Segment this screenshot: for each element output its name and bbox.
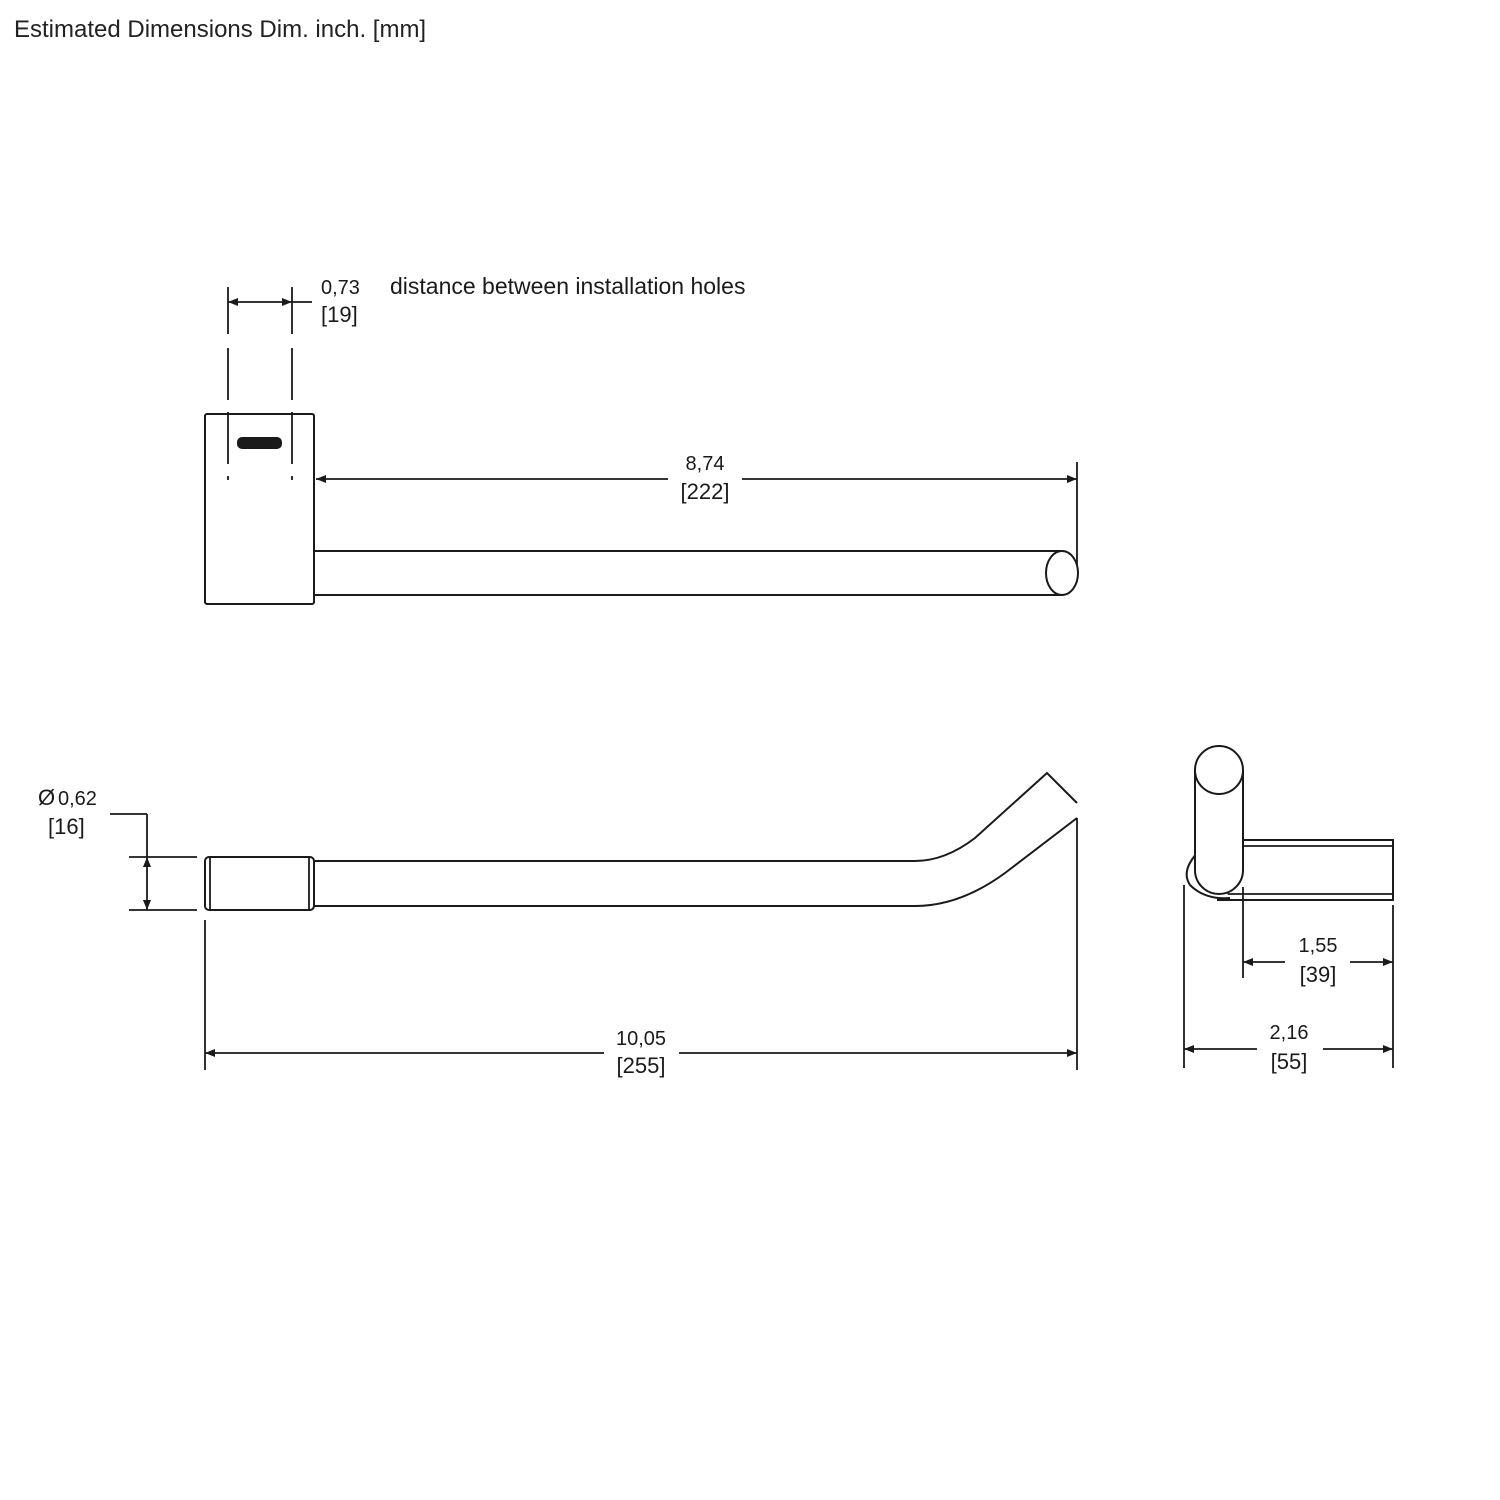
- top-view: 0,73 [19] distance between installation …: [204, 273, 1079, 605]
- diameter-symbol: Ø: [38, 785, 55, 810]
- cylinder-top: [1194, 745, 1244, 795]
- bent-rod: [314, 771, 1078, 907]
- drawing-title: Estimated Dimensions Dim. inch. [mm]: [14, 16, 427, 43]
- overall-length-inch: 10,05: [616, 1028, 666, 1050]
- overall-length-dimension: 10,05 [255]: [204, 818, 1078, 1078]
- diameter-dimension: Ø 0,62 [16]: [38, 785, 197, 911]
- side-depth-mm: [39]: [1300, 962, 1337, 987]
- side-view: 1,55 [39] 2,16 [55]: [1183, 745, 1394, 1074]
- arm-length-dimension: 8,74 [222]: [316, 453, 1078, 565]
- side-depth-dimension: 1,55 [39]: [1242, 887, 1394, 1068]
- mounting-block: [204, 413, 315, 605]
- hole-distance-note: distance between installation holes: [390, 273, 745, 299]
- hole-distance-inch: 0,73: [321, 277, 360, 299]
- side-cylinder: [1194, 745, 1244, 895]
- hole-distance-dimension: 0,73 [19] distance between installation …: [227, 273, 745, 480]
- overall-length-mm: [255]: [617, 1053, 666, 1078]
- side-width-inch: 2,16: [1270, 1022, 1309, 1044]
- installation-hole-mark: [237, 437, 282, 449]
- rod: [314, 550, 1079, 596]
- arm-length-mm: [222]: [681, 479, 730, 504]
- diameter-inch: 0,62: [58, 788, 97, 810]
- arm-length-inch: 8,74: [686, 453, 725, 475]
- rod-end-cap: [1045, 550, 1079, 596]
- diameter-mm: [16]: [48, 814, 85, 839]
- hole-distance-mm: [19]: [321, 302, 358, 327]
- side-width-mm: [55]: [1271, 1049, 1308, 1074]
- rod-sleeve: [204, 856, 315, 911]
- side-depth-inch: 1,55: [1299, 935, 1338, 957]
- front-view: Ø 0,62 [16] 10,05 [255]: [38, 771, 1078, 1078]
- side-width-dimension: 2,16 [55]: [1183, 885, 1393, 1074]
